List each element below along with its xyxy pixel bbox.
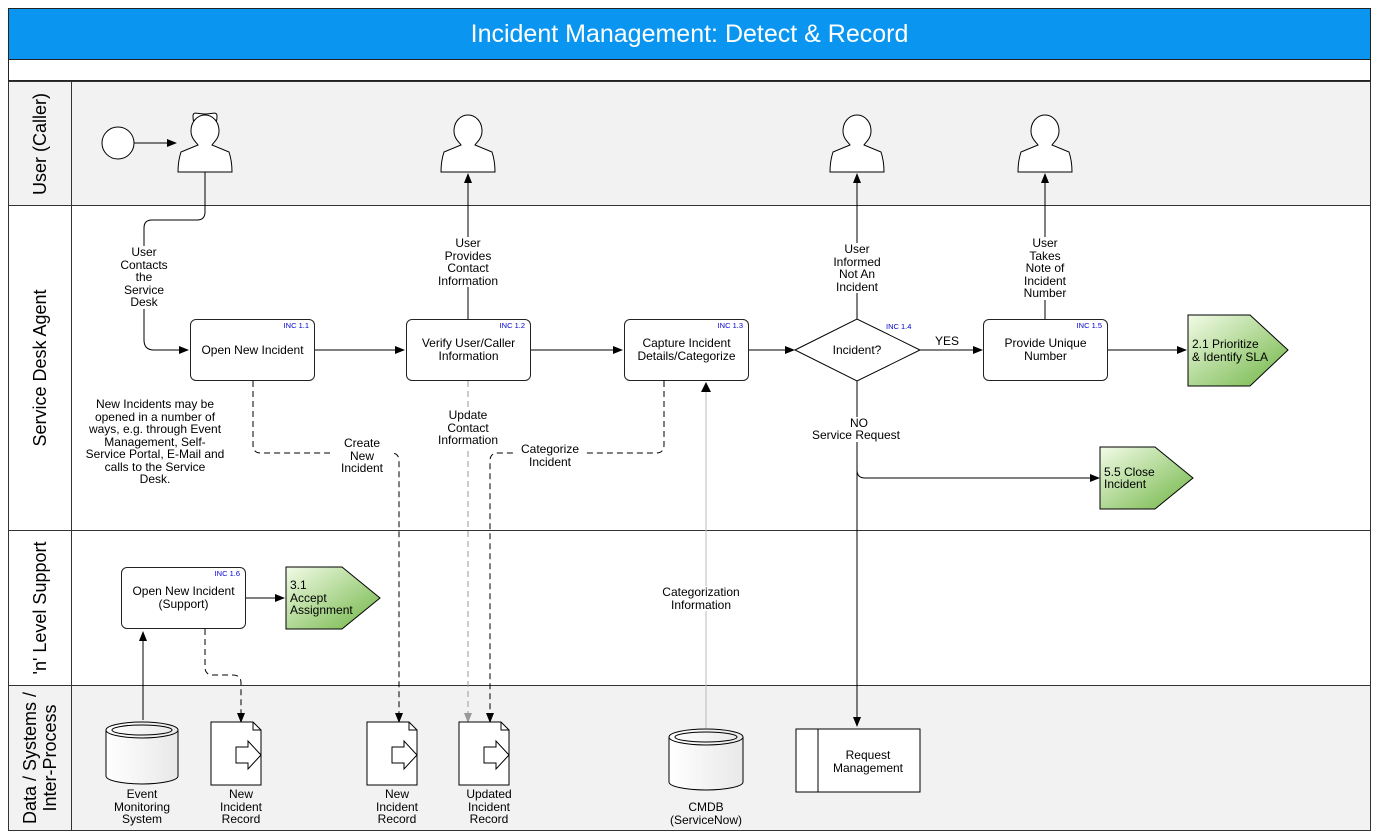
offpage-accept	[285, 566, 381, 630]
step-id: INC 1.5	[1076, 321, 1102, 330]
decision-id: INC 1.4	[886, 322, 912, 331]
step-id: INC 1.3	[717, 321, 743, 330]
label-service-request: Service Request	[806, 429, 906, 442]
step-id: INC 1.2	[499, 321, 525, 330]
document-icon	[458, 721, 510, 786]
step-label: Open New Incident	[201, 342, 304, 357]
step-id: INC 1.1	[283, 321, 309, 330]
user-icon	[177, 112, 233, 173]
offpage-prioritize	[1187, 314, 1289, 387]
connector-no-close	[856, 420, 1100, 482]
label-no: NO	[842, 417, 876, 430]
step-label-line2: Details/Categorize	[637, 349, 736, 363]
dashed-support-record	[204, 629, 245, 723]
connector-user-to-inc11	[143, 172, 206, 354]
step-label-line1: Verify User/Caller	[421, 336, 516, 350]
decision-diamond	[793, 318, 922, 382]
step-provide-unique-number[interactable]: INC 1.5 Provide Unique Number	[983, 319, 1108, 381]
label-yes: YES	[934, 334, 959, 348]
dashed-create-new-incident	[252, 381, 403, 723]
offpage-prioritize-label[interactable]: 2.1 Prioritize& Identify SLA	[1192, 337, 1269, 364]
step-verify-user[interactable]: INC 1.2 Verify User/Caller Information	[406, 319, 531, 381]
step-label-line1: Capture Incident	[642, 336, 731, 350]
step-open-new-incident-support[interactable]: INC 1.6 Open New Incident (Support)	[121, 567, 246, 629]
document-icon	[210, 721, 262, 786]
start-event	[101, 126, 135, 160]
document-icon	[366, 721, 418, 786]
step-label-line2: Information	[438, 349, 499, 363]
step-label-line1: Open New Incident	[132, 584, 235, 598]
process-request-management	[795, 728, 921, 793]
step-label-line2: (Support)	[158, 597, 209, 611]
diagram-title: Incident Management: Detect & Record	[8, 8, 1371, 60]
title-subbar	[8, 60, 1371, 81]
lane-header-agent: Service Desk Agent	[9, 206, 72, 530]
lane-header-data: Data / Systems /Inter-Process	[9, 686, 72, 830]
offpage-close	[1099, 446, 1194, 510]
step-label-line2: Number	[1024, 349, 1067, 363]
lane-header-support: 'n' Level Support	[9, 531, 72, 685]
lane-header-user: User (Caller)	[9, 82, 72, 205]
decision-label[interactable]: Incident?	[832, 343, 882, 357]
step-open-new-incident[interactable]: INC 1.1 Open New Incident	[190, 319, 315, 381]
database-cmdb	[668, 728, 744, 791]
step-capture-incident[interactable]: INC 1.3 Capture Incident Details/Categor…	[624, 319, 749, 381]
dashed-categorize	[486, 381, 665, 723]
database-event-monitoring	[105, 721, 179, 785]
user-icon	[440, 114, 496, 173]
step-id: INC 1.6	[214, 569, 240, 578]
user-icon	[1017, 114, 1073, 173]
step-label-line1: Provide Unique	[1004, 336, 1087, 350]
label-cmdb: CMDB(ServiceNow)	[669, 800, 742, 827]
user-icon	[829, 114, 885, 173]
